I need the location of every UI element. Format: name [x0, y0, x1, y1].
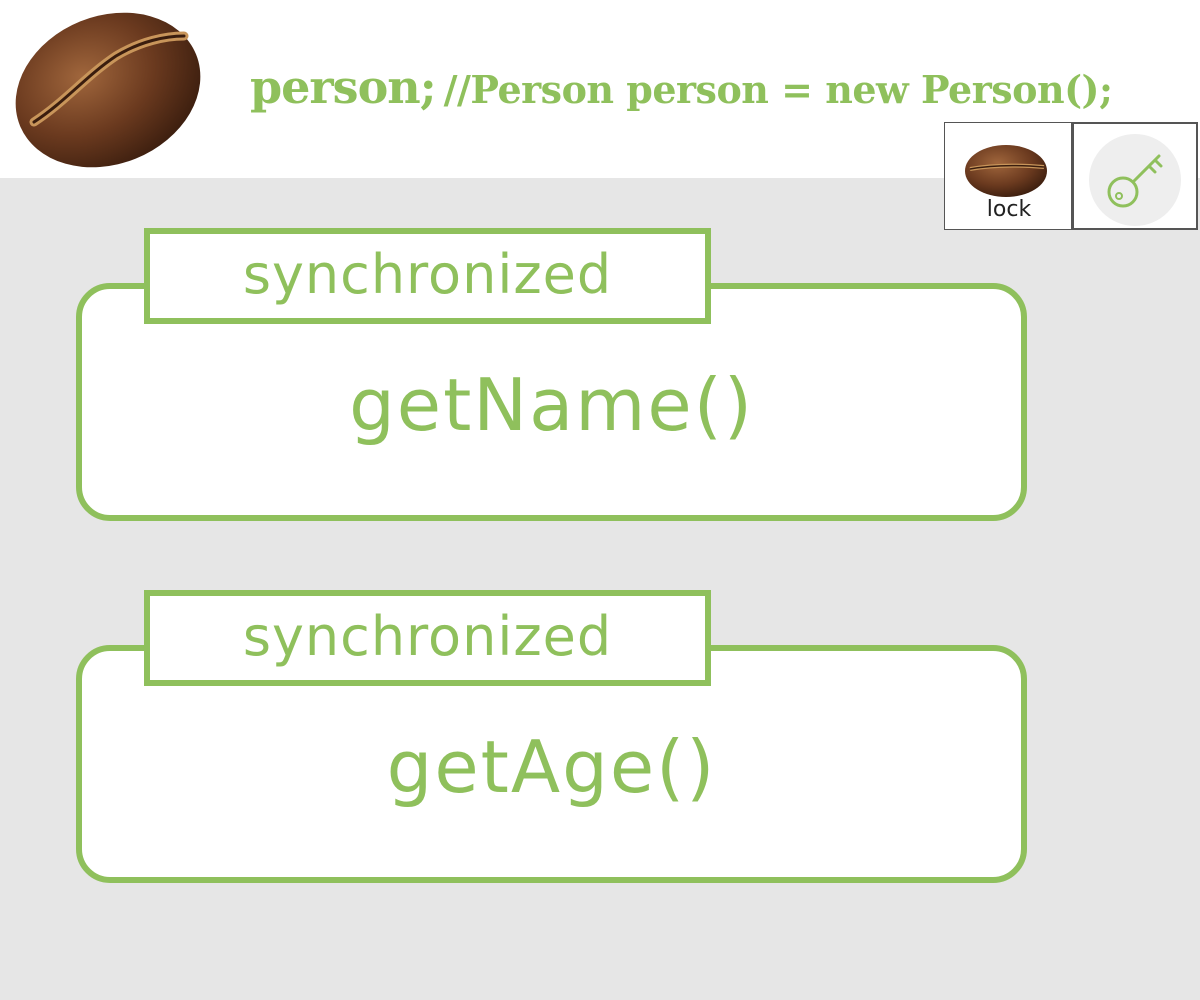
code-reference: person; — [250, 60, 437, 114]
key-panel — [1072, 122, 1198, 230]
synchronized-tab: synchronized — [144, 228, 711, 324]
code-comment: //Person person = new Person(); — [443, 67, 1113, 112]
lock-bean-icon — [965, 145, 1047, 197]
key-circle — [1089, 134, 1181, 226]
lock-label: lock — [986, 197, 1032, 222]
coffee-bean-image — [15, 12, 201, 168]
code-declaration: person;//Person person = new Person(); — [250, 60, 1150, 114]
key-icon — [1107, 154, 1163, 208]
synchronized-label: synchronized — [242, 243, 613, 306]
synchronized-label: synchronized — [242, 605, 613, 668]
method-name: getAge() — [386, 725, 717, 809]
method-name: getName() — [349, 363, 754, 447]
synchronized-tab: synchronized — [144, 590, 711, 686]
lock-panel: lock — [944, 122, 1072, 230]
